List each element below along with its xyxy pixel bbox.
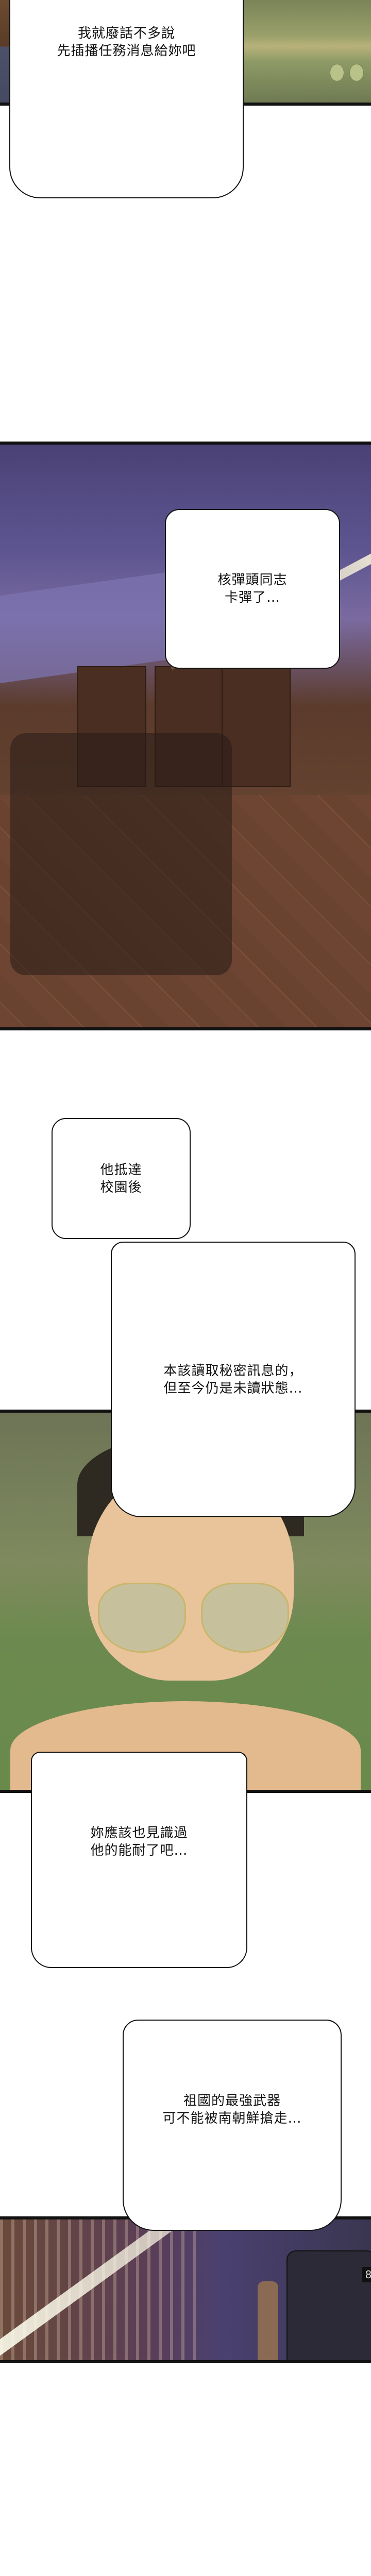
bubble-text: 他抵達 校園後 xyxy=(100,1162,142,1195)
glasses-lens-right xyxy=(201,1583,289,1653)
speech-bubble-6: 祖國的最強武器 可不能被南朝鮮搶走… xyxy=(123,2020,342,2231)
speech-bubble-1: 我就廢話不多說 先插播任務消息給妳吧 xyxy=(9,0,244,198)
bubble-text: 祖國的最強武器 可不能被南朝鮮搶走… xyxy=(162,2093,302,2126)
knob-icon xyxy=(330,64,344,81)
speech-bubble-5: 妳應該也見識過 他的能耐了吧… xyxy=(31,1752,247,1968)
dish-rack xyxy=(0,2219,196,2360)
cabinet xyxy=(222,666,291,787)
obscured-figure xyxy=(10,733,232,975)
speech-bubble-2: 核彈頭同志 卡彈了… xyxy=(165,509,340,669)
bubble-text: 妳應該也見識過 他的能耐了吧… xyxy=(90,1825,188,1858)
appliance-display: 8 xyxy=(362,2267,371,2282)
appliance-right xyxy=(240,0,371,103)
bubble-text: 我就廢話不多說 先插播任務消息給妳吧 xyxy=(57,25,196,59)
glasses-lens-left xyxy=(98,1583,186,1653)
bubble-text: 核彈頭同志 卡彈了… xyxy=(217,572,288,605)
knob-icon xyxy=(349,64,364,81)
speech-bubble-4: 本該讀取秘密訊息的， 但至今仍是未讀狀態… xyxy=(111,1242,356,1517)
speech-bubble-3: 他抵達 校園後 xyxy=(52,1118,191,1239)
air-fryer: 8 xyxy=(286,2250,371,2360)
bubble-text: 本該讀取秘密訊息的， 但至今仍是未讀狀態… xyxy=(163,1363,303,1396)
panel-kitchen-strip: 8 xyxy=(0,2216,371,2363)
bottle xyxy=(258,2281,278,2360)
